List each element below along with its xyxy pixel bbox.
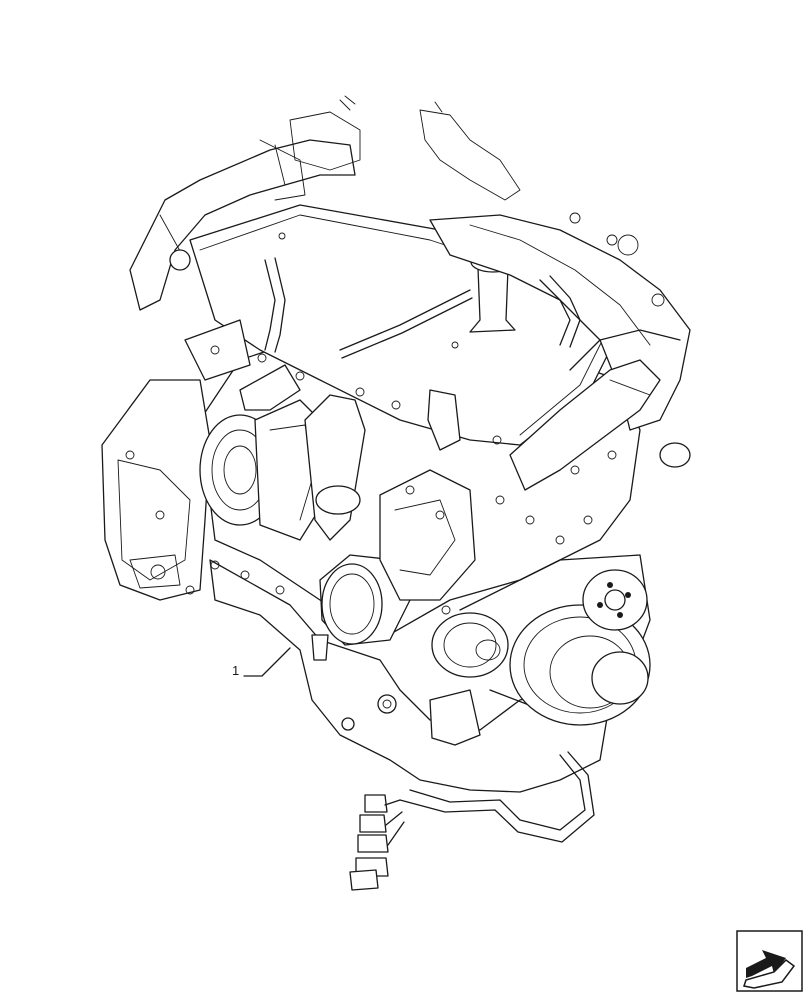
previous-page-arrow-icon[interactable] bbox=[736, 930, 803, 992]
fuel-pump bbox=[379, 469, 476, 601]
dipstick-port bbox=[377, 694, 397, 714]
callout-leader-1 bbox=[243, 647, 291, 677]
harness-left bbox=[289, 111, 361, 171]
alternator bbox=[431, 612, 509, 678]
nav-arrow-graphic bbox=[736, 930, 803, 992]
lifting-eye-rear bbox=[427, 389, 461, 451]
fan-hub bbox=[582, 569, 648, 631]
lifting-bracket-left bbox=[184, 319, 251, 381]
drain-plug bbox=[341, 717, 355, 731]
oil-pan bbox=[209, 559, 611, 793]
intake-tube-left bbox=[129, 139, 356, 311]
crank-pulley bbox=[509, 604, 651, 726]
bolt-heads bbox=[210, 353, 617, 615]
harness-right bbox=[419, 109, 521, 201]
lifting-bracket-front bbox=[429, 689, 481, 746]
callout-label-1: 1 bbox=[232, 663, 240, 678]
wiring-harness bbox=[349, 751, 595, 891]
turbocharger bbox=[199, 364, 326, 541]
flywheel-housing bbox=[101, 379, 211, 601]
fuel-filter bbox=[311, 554, 411, 661]
